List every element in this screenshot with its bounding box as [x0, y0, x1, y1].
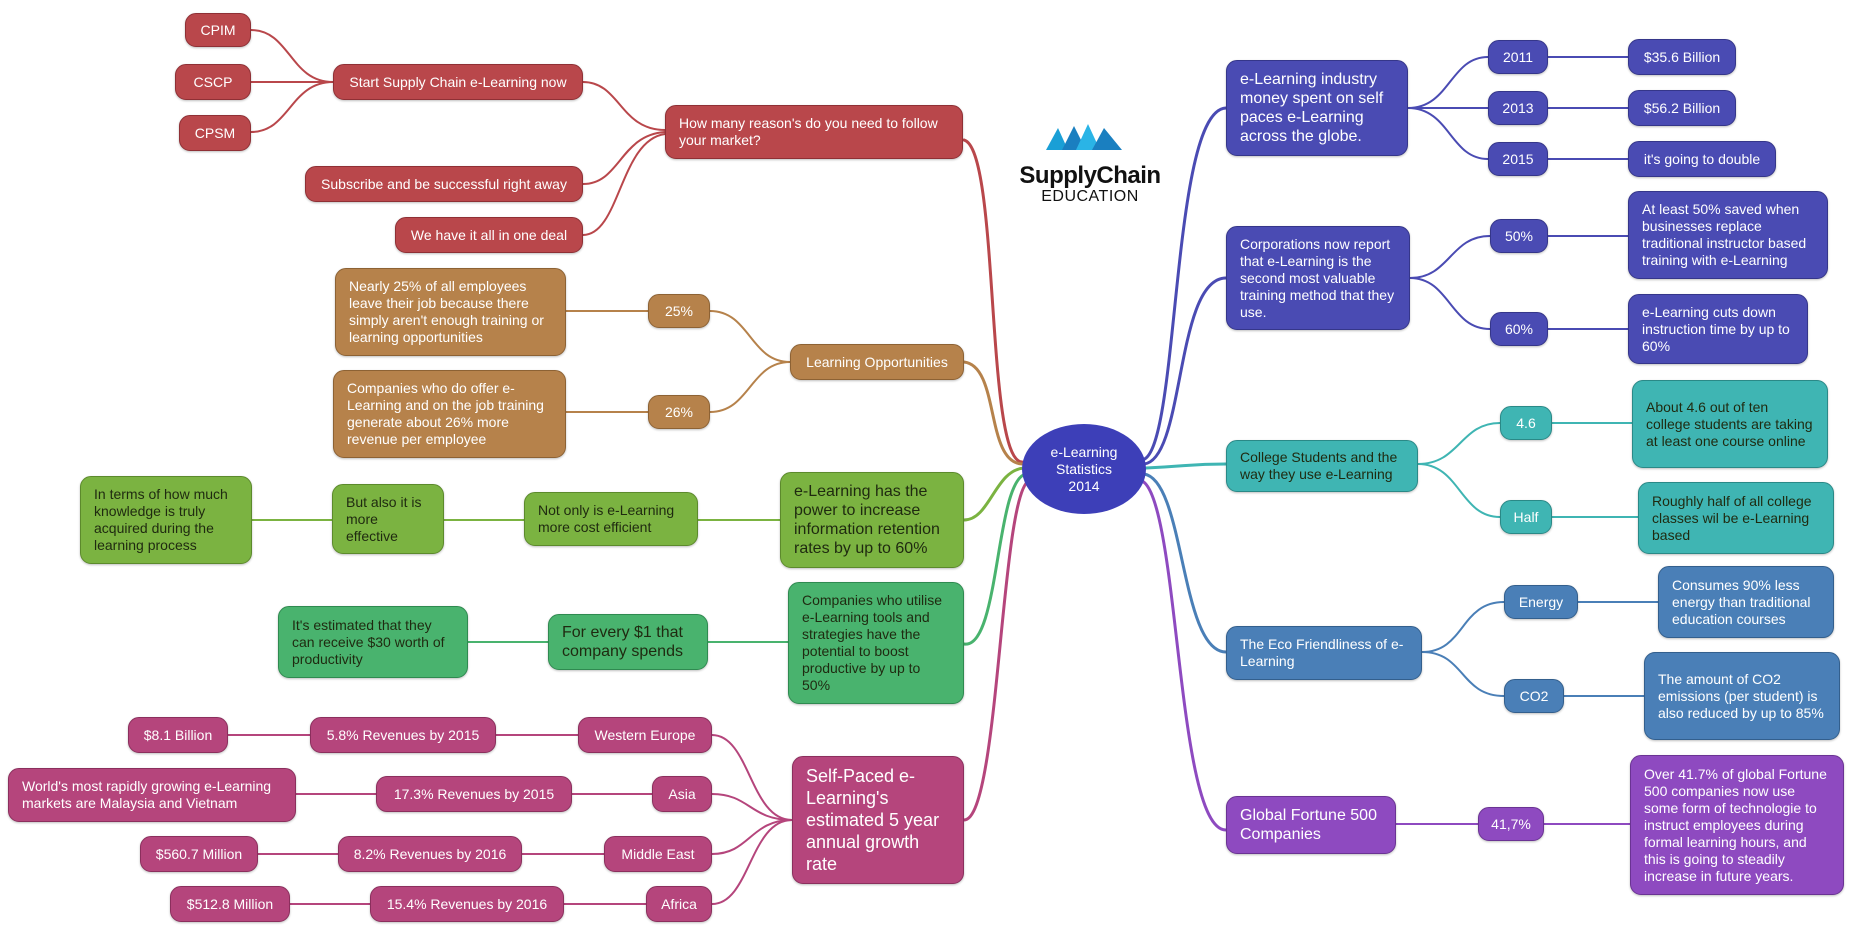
- node-60-percent[interactable]: 60%: [1490, 312, 1548, 346]
- central-topic-line1: e-Learning: [1050, 443, 1118, 460]
- node-corporations[interactable]: Corporations now report that e-Learning …: [1226, 226, 1410, 330]
- node-saved-50[interactable]: At least 50% saved when businesses repla…: [1628, 191, 1828, 279]
- node-25-percent[interactable]: 25%: [648, 294, 710, 328]
- node-retention[interactable]: e-Learning has the power to increase inf…: [780, 472, 964, 568]
- node-af-value[interactable]: $512.8 Million: [170, 886, 290, 922]
- node-but-also[interactable]: But also it is more effective: [332, 484, 444, 554]
- node-af-revenues[interactable]: 15.4% Revenues by 2016: [370, 886, 564, 922]
- node-50-percent[interactable]: 50%: [1490, 219, 1548, 253]
- node-start-supply-chain[interactable]: Start Supply Chain e-Learning now: [333, 64, 583, 100]
- node-41-7-percent[interactable]: 41,7%: [1478, 807, 1544, 841]
- node-knowledge[interactable]: In terms of how much knowledge is truly …: [80, 476, 252, 564]
- node-half[interactable]: Half: [1500, 500, 1552, 534]
- node-value-2013[interactable]: $56.2 Billion: [1628, 90, 1736, 126]
- central-topic[interactable]: e-Learning Statistics 2014: [1022, 424, 1146, 514]
- central-topic-line3: 2014: [1068, 477, 1100, 494]
- node-me-value[interactable]: $560.7 Million: [140, 836, 258, 872]
- node-4-6[interactable]: 4.6: [1500, 406, 1552, 440]
- node-one-deal[interactable]: We have it all in one deal: [395, 217, 583, 253]
- node-me-revenues[interactable]: 8.2% Revenues by 2016: [338, 836, 522, 872]
- supplychain-education-logo: SupplyChain EDUCATION: [1010, 122, 1170, 212]
- node-self-paced[interactable]: Self-Paced e-Learning's estimated 5 year…: [792, 756, 964, 884]
- node-every-dollar[interactable]: For every $1 that company spends: [548, 614, 708, 670]
- node-industry-spend[interactable]: e-Learning industry money spent on self …: [1226, 60, 1408, 156]
- node-2015[interactable]: 2015: [1488, 142, 1548, 176]
- node-cscp[interactable]: CSCP: [175, 64, 251, 100]
- node-2011[interactable]: 2011: [1488, 40, 1548, 74]
- node-about-4-6[interactable]: About 4.6 out of ten college students ar…: [1632, 380, 1828, 468]
- node-middle-east[interactable]: Middle East: [604, 836, 712, 872]
- node-value-2011[interactable]: $35.6 Billion: [1628, 39, 1736, 75]
- node-learning-opportunities[interactable]: Learning Opportunities: [790, 344, 964, 380]
- node-asia[interactable]: Asia: [652, 776, 712, 812]
- node-nearly-25[interactable]: Nearly 25% of all employees leave their …: [335, 268, 566, 356]
- logo-brand-text: SupplyChain: [1019, 162, 1161, 189]
- node-utilise[interactable]: Companies who utilise e-Learning tools a…: [788, 582, 964, 704]
- node-western-europe[interactable]: Western Europe: [578, 717, 712, 753]
- node-follow-market[interactable]: How many reason's do you need to follow …: [665, 105, 963, 159]
- node-africa[interactable]: Africa: [646, 886, 712, 922]
- node-eco-friendliness[interactable]: The Eco Friendliness of e-Learning: [1226, 626, 1422, 680]
- logo-sub-text: EDUCATION: [1041, 188, 1139, 205]
- node-cpim[interactable]: CPIM: [185, 13, 251, 47]
- node-college-students[interactable]: College Students and the way they use e-…: [1226, 440, 1418, 492]
- node-value-2015[interactable]: it's going to double: [1628, 141, 1776, 177]
- node-cuts-60[interactable]: e-Learning cuts down instruction time by…: [1628, 294, 1808, 364]
- node-fortune-500[interactable]: Global Fortune 500 Companies: [1226, 796, 1396, 854]
- node-roughly-half[interactable]: Roughly half of all college classes wil …: [1638, 482, 1834, 554]
- node-2013[interactable]: 2013: [1488, 91, 1548, 125]
- node-over-41-7[interactable]: Over 41.7% of global Fortune 500 compani…: [1630, 755, 1844, 895]
- logo-mark-icon: [1046, 124, 1122, 150]
- node-companies-offer[interactable]: Companies who do offer e-Learning and on…: [333, 370, 566, 458]
- node-consumes-90[interactable]: Consumes 90% less energy than traditiona…: [1658, 566, 1834, 638]
- node-cpsm[interactable]: CPSM: [179, 115, 251, 151]
- node-subscribe[interactable]: Subscribe and be successful right away: [305, 166, 583, 202]
- node-co2[interactable]: CO2: [1504, 679, 1564, 713]
- node-we-value[interactable]: $8.1 Billion: [128, 717, 228, 753]
- node-we-revenues[interactable]: 5.8% Revenues by 2015: [310, 717, 496, 753]
- node-cost-efficient[interactable]: Not only is e-Learning more cost efficie…: [524, 492, 698, 546]
- central-topic-line2: Statistics: [1055, 460, 1112, 477]
- node-26-percent[interactable]: 26%: [648, 395, 710, 429]
- node-asia-revenues[interactable]: 17.3% Revenues by 2015: [376, 776, 572, 812]
- node-asia-value[interactable]: World's most rapidly growing e-Learning …: [8, 768, 296, 822]
- node-energy[interactable]: Energy: [1504, 585, 1578, 619]
- node-co2-reduced[interactable]: The amount of CO2 emissions (per student…: [1644, 652, 1840, 740]
- node-estimated-30[interactable]: It's estimated that they can receive $30…: [278, 606, 468, 678]
